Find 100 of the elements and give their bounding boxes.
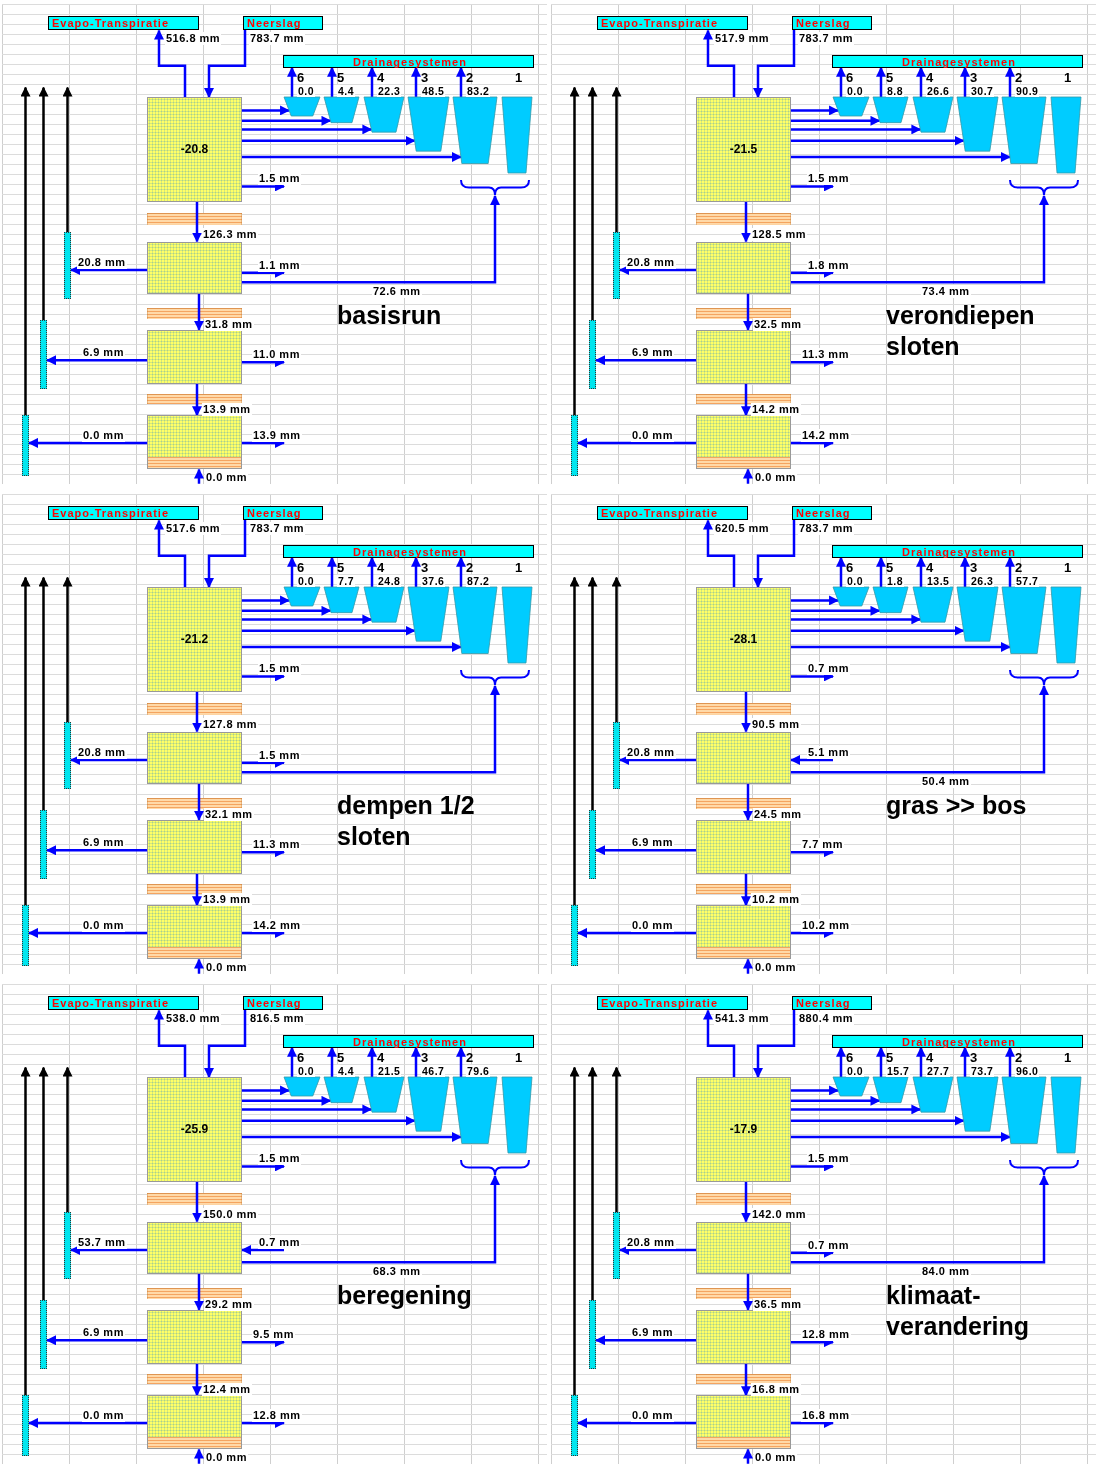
edge-label: 5.1 mm <box>807 745 850 759</box>
edge-label: 0.0 <box>846 574 865 587</box>
ditch-number: 1 <box>515 1050 523 1065</box>
edge-label: 14.2 mm <box>252 918 302 932</box>
edge-label: 541.3 mm <box>714 1011 771 1025</box>
soil-layer-box <box>696 1395 791 1450</box>
edge-label: 30.7 <box>970 84 995 97</box>
arrow <box>741 201 751 243</box>
arrow <box>327 66 337 98</box>
arrow <box>242 605 332 616</box>
ditch-number: 3 <box>421 70 429 85</box>
edge-label: 0.0 <box>846 1064 865 1077</box>
edge-label: 0.0 mm <box>82 428 125 442</box>
edge-label: 0.0 mm <box>205 1451 248 1464</box>
arrow <box>791 1104 922 1115</box>
arrow <box>70 755 147 765</box>
well-screen <box>571 1395 578 1457</box>
edge-label: 12.8 mm <box>252 1408 302 1422</box>
arrow <box>791 605 881 616</box>
edge-label: 20.8 mm <box>77 255 127 269</box>
arrow <box>791 1131 1011 1142</box>
edge-label: 6.9 mm <box>82 1326 125 1339</box>
ditch-number: 5 <box>337 70 345 85</box>
ditch-number: 2 <box>466 560 474 575</box>
edge-label: 0.0 mm <box>82 918 125 932</box>
well-screen <box>613 1212 620 1279</box>
arrow <box>20 86 31 416</box>
edge-label: 1.5 mm <box>258 172 301 186</box>
arrow <box>916 1046 926 1078</box>
arrow <box>916 66 926 98</box>
edge-label: 0.0 <box>297 84 316 97</box>
arrow <box>367 1046 377 1078</box>
arrow <box>743 468 753 484</box>
soil-layer-box <box>147 905 242 960</box>
arrow <box>38 86 49 321</box>
edge-label: 0.0 mm <box>754 1451 797 1464</box>
edge-label: 0.0 mm <box>631 1408 674 1422</box>
soil-layer-box: -17.9 <box>696 1077 791 1182</box>
soil-layer-box <box>147 731 242 784</box>
edge-label: 6.9 mm <box>82 346 125 359</box>
soil-layer-box <box>147 329 242 384</box>
arrow <box>62 576 73 722</box>
arrow <box>741 1181 751 1223</box>
well-screen <box>40 1300 47 1369</box>
arrow <box>242 135 416 146</box>
arrow <box>46 845 147 856</box>
soil-layer-box <box>147 1221 242 1274</box>
edge-label: 0.0 mm <box>754 471 797 484</box>
well-screen <box>589 1300 596 1369</box>
edge-label: 620.5 mm <box>714 521 771 535</box>
arrow <box>960 66 970 98</box>
edge-label: 1.5 mm <box>258 748 301 762</box>
well-screen <box>40 810 47 879</box>
heading-box: Drainagesystemen <box>283 1035 534 1048</box>
edge-label: 6.9 mm <box>631 1326 674 1339</box>
edge-label: 0.0 <box>297 574 316 587</box>
edge-label: 1.5 mm <box>807 1152 850 1166</box>
arrow <box>587 86 598 321</box>
ditch-number: 2 <box>466 70 474 85</box>
well-screen <box>64 1212 71 1279</box>
edge-label: 816.5 mm <box>249 1011 306 1025</box>
arrow <box>743 1273 753 1311</box>
ditch-number: 2 <box>1015 560 1023 575</box>
edge-label: 87.2 <box>466 574 491 587</box>
ditch-number: 1 <box>515 560 523 575</box>
soil-layer-box <box>147 819 242 874</box>
ditch-number: 3 <box>421 1050 429 1065</box>
edge-label: 150.0 mm <box>202 1208 259 1222</box>
arrow <box>192 874 202 907</box>
arrow <box>791 194 1049 284</box>
edge-label: 24.8 <box>377 574 402 587</box>
edge-label: 20.8 mm <box>626 255 676 269</box>
ditch-number: 4 <box>377 70 385 85</box>
edge-label: 16.8 mm <box>751 1383 801 1396</box>
edge-label: 6.9 mm <box>631 346 674 359</box>
edge-label: 20.8 mm <box>626 745 676 759</box>
arrow <box>242 684 500 774</box>
edge-label: 10.2 mm <box>801 918 851 932</box>
scenario-caption: gras >> bos <box>886 790 1028 822</box>
arrow <box>791 115 881 126</box>
edge-label: 783.7 mm <box>798 31 855 45</box>
soil-layer-box <box>696 1309 791 1364</box>
scenario-caption: verondiepen sloten <box>886 300 1036 363</box>
arrow <box>791 105 840 116</box>
arrow <box>456 66 466 98</box>
edge-label: 13.9 mm <box>202 403 252 416</box>
arrow <box>743 783 753 821</box>
arrow <box>327 1046 337 1078</box>
arrow <box>791 625 965 636</box>
edge-label: 73.4 mm <box>921 285 971 299</box>
soil-layer-box <box>696 731 791 784</box>
arrow <box>242 1131 462 1142</box>
arrow <box>242 614 373 625</box>
ditch-number: 6 <box>297 70 305 85</box>
arrow <box>70 1245 147 1255</box>
well-screen <box>64 232 71 299</box>
arrow <box>194 783 204 821</box>
arrow <box>242 151 462 162</box>
soil-layer-box: -21.2 <box>147 587 242 692</box>
arrow <box>242 1095 332 1106</box>
